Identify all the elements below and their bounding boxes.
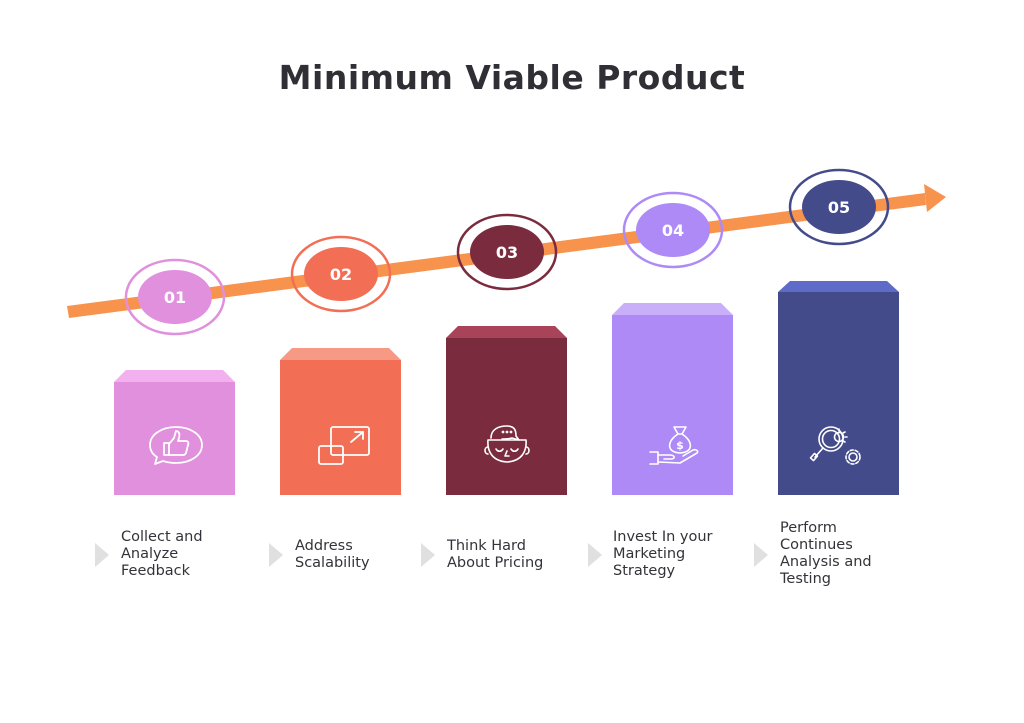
resize-expand-icon [318, 426, 370, 465]
step-label-05: Perform Continues Analysis and Testing [780, 520, 872, 587]
step-circle-05: 05 [788, 168, 890, 246]
thinking-head-icon [484, 425, 530, 463]
pointer-icon [269, 543, 283, 567]
bar-02 [280, 348, 401, 495]
pointer-icon [754, 543, 768, 567]
thumbs-up-speech-bubble-icon [149, 426, 203, 465]
step-label-02: Address Scalability [295, 538, 370, 571]
step-number: 03 [496, 243, 518, 262]
step-label-03: Think Hard About Pricing [447, 538, 544, 571]
money-bag-hand-icon: $ [649, 426, 699, 465]
svg-text:$: $ [676, 439, 684, 452]
page-title: Minimum Viable Product [278, 58, 746, 97]
step-circle-02: 02 [290, 235, 392, 313]
step-number: 01 [164, 288, 186, 307]
step-circle-03: 03 [456, 213, 558, 291]
bar-05 [778, 281, 899, 495]
step-number: 05 [828, 198, 850, 217]
magnifier-gears-icon [809, 426, 861, 465]
step-label-04: Invest In your Marketing Strategy [613, 529, 713, 579]
step-number: 04 [662, 221, 684, 240]
bar-04 [612, 303, 733, 495]
pointer-icon [95, 543, 109, 567]
step-label-01: Collect and Analyze Feedback [121, 529, 203, 579]
step-number: 02 [330, 265, 352, 284]
pointer-icon [588, 543, 602, 567]
pointer-icon [421, 543, 435, 567]
step-circle-04: 04 [622, 191, 724, 269]
bar-01 [114, 370, 235, 495]
bar-03 [446, 326, 567, 495]
step-circle-01: 01 [124, 258, 226, 336]
